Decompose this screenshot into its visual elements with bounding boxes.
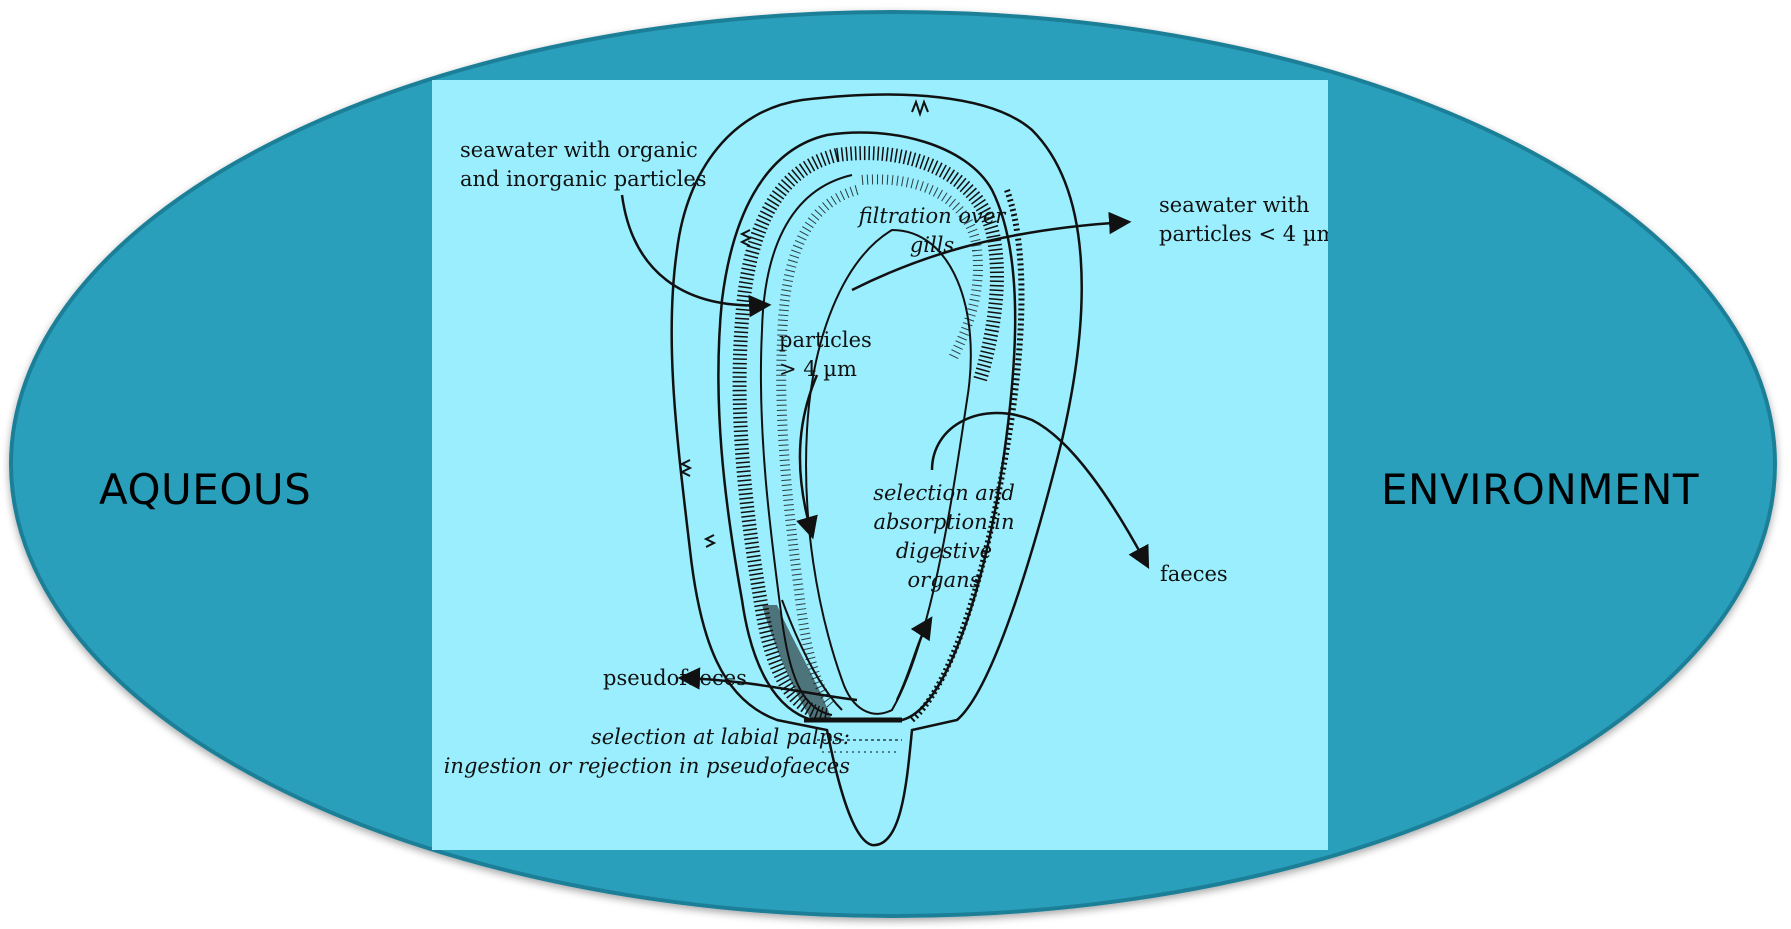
- filtration-label: filtration over gills: [832, 202, 1032, 260]
- oyster-filtration-figure: seawater with organic and inorganic part…: [432, 80, 1328, 850]
- faeces-label: faeces: [1160, 560, 1228, 589]
- seawater-in-label: seawater with organic and inorganic part…: [460, 136, 707, 194]
- labial-palps-label: selection at labial palps: ingestion or …: [436, 723, 850, 781]
- environment-label: ENVIRONMENT: [1381, 465, 1699, 514]
- seawater-out-label: seawater with particles < 4 µm: [1159, 191, 1328, 249]
- pseudofaeces-label: pseudofaeces: [603, 664, 747, 693]
- aqueous-label: AQUEOUS: [99, 465, 311, 514]
- particles-label: particles > 4 µm: [779, 326, 872, 384]
- selection-absorption-label: selection and absorption in digestive or…: [844, 479, 1044, 595]
